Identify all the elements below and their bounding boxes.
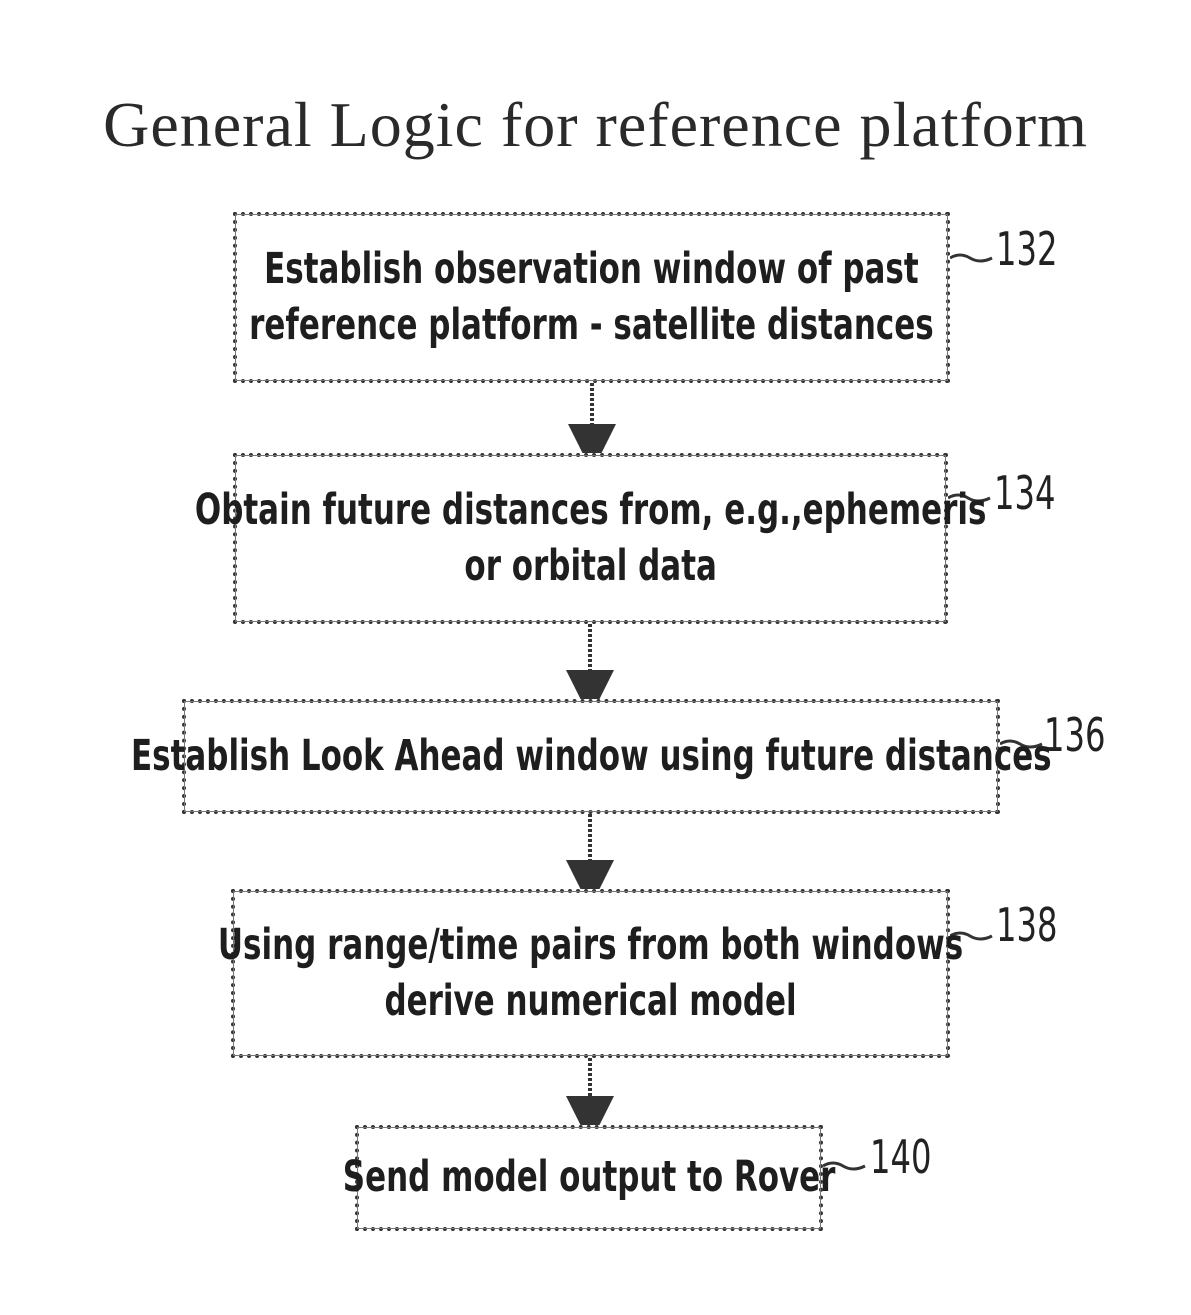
ref-number-140: 140 <box>870 1130 931 1184</box>
step-box-134: Obtain future distances from, e.g.,ephem… <box>233 453 948 624</box>
step-box-132: Establish observation window of past ref… <box>233 212 950 383</box>
step-box-140: Send model output to Rover <box>355 1125 823 1231</box>
step-line: Establish observation window of past <box>249 242 934 297</box>
step-line: or orbital data <box>195 539 987 594</box>
step-box-138: Using range/time pairs from both windows… <box>231 889 950 1058</box>
ref-number-138: 138 <box>996 898 1057 952</box>
step-text-140: Send model output to Rover <box>343 1150 836 1205</box>
diagram-title: General Logic for reference platform <box>0 88 1191 162</box>
leader-132 <box>950 255 992 261</box>
step-line: Using range/time pairs from both windows <box>218 918 963 973</box>
step-box-136: Establish Look Ahead window using future… <box>182 699 1000 814</box>
step-line: Establish Look Ahead window using future… <box>131 729 1052 784</box>
step-line: reference platform - satellite distances <box>249 298 934 353</box>
step-text-134: Obtain future distances from, e.g.,ephem… <box>195 483 987 593</box>
ref-number-134: 134 <box>994 466 1055 520</box>
ref-number-136: 136 <box>1044 708 1105 762</box>
step-text-138: Using range/time pairs from both windows… <box>218 918 963 1028</box>
ref-number-132: 132 <box>996 222 1057 276</box>
step-text-132: Establish observation window of past ref… <box>249 242 934 352</box>
step-line: Send model output to Rover <box>343 1150 836 1205</box>
step-text-136: Establish Look Ahead window using future… <box>131 729 1052 784</box>
step-line: derive numerical model <box>218 974 963 1029</box>
step-line: Obtain future distances from, e.g.,ephem… <box>195 483 987 538</box>
